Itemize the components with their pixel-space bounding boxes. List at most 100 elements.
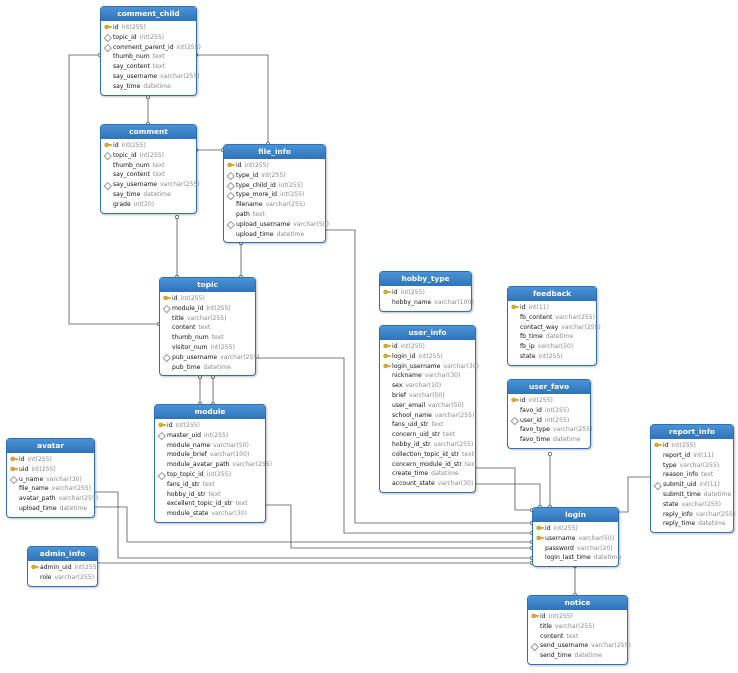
table-title[interactable]: notice: [528, 596, 627, 610]
table-title[interactable]: module: [155, 405, 265, 419]
table-title[interactable]: hobby_type: [380, 272, 471, 286]
table-title[interactable]: file_info: [224, 145, 325, 159]
table-title[interactable]: admin_info: [28, 547, 97, 561]
table-title[interactable]: comment_child: [101, 7, 196, 21]
table-title[interactable]: report_info: [651, 425, 733, 439]
table-title[interactable]: topic: [160, 278, 255, 292]
table-title[interactable]: login: [533, 508, 618, 522]
